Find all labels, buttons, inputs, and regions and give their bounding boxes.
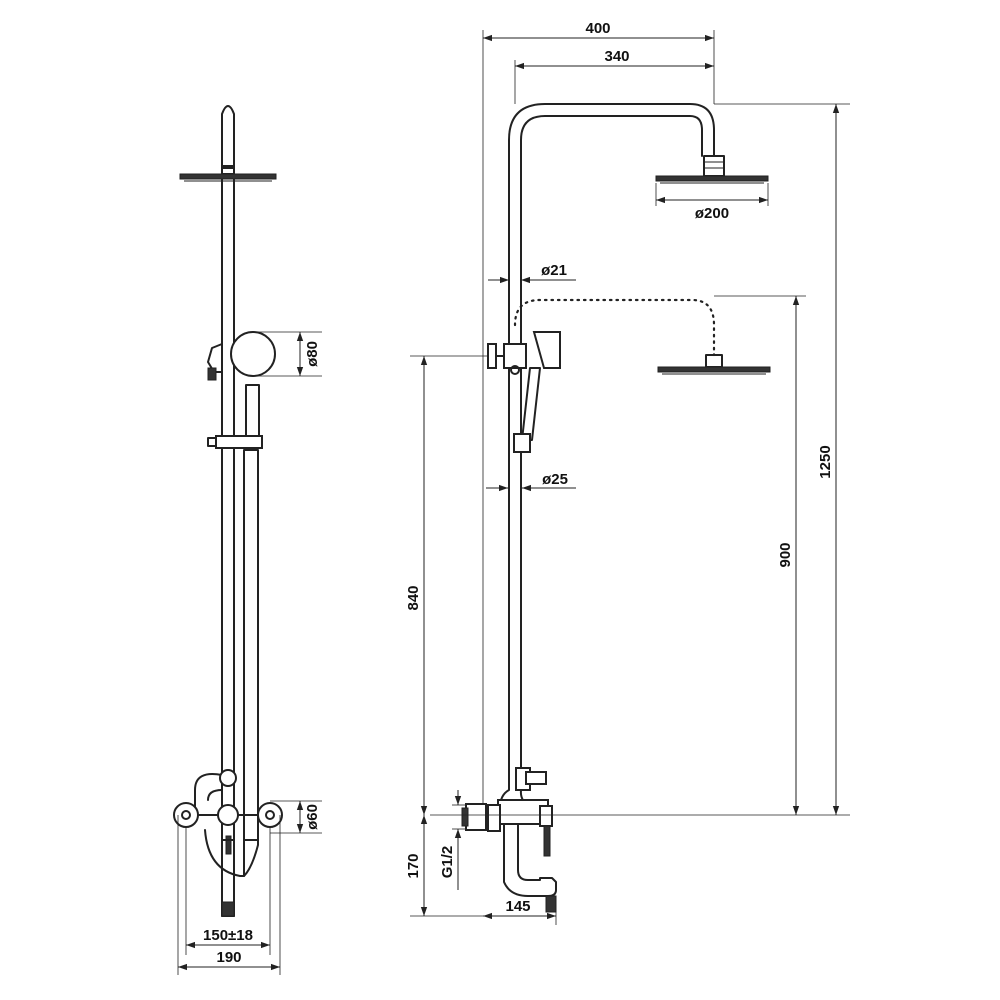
dim-label-overhead-diameter: ø200 <box>695 205 729 222</box>
front-right-escutcheon <box>257 802 283 828</box>
side-dim-total-height: 1250 <box>430 103 850 816</box>
front-rain-head <box>179 165 277 182</box>
front-mixer-handle <box>217 804 239 826</box>
side-lowered-rain-head <box>657 366 771 375</box>
front-slider-knob-tip <box>207 367 217 381</box>
side-view: 400 340 ø200 ø21 ø25 <box>405 20 850 925</box>
side-dim-holder-height: 840 <box>405 355 488 815</box>
side-holder-clip <box>513 433 531 453</box>
dim-label-pipe-diameter: ø21 <box>541 262 567 279</box>
side-dim-top-width: 400 <box>483 20 715 104</box>
dim-label-center-distance: 150±18 <box>203 927 253 944</box>
side-overhead-arm <box>508 103 715 771</box>
front-dim-center-distance: 150±18 <box>185 827 271 955</box>
dim-label-slide-height: 900 <box>777 542 794 567</box>
dim-label-spout-length: 145 <box>505 898 530 915</box>
side-spout <box>503 823 557 897</box>
side-dim-lower-pipe-diameter: ø25 <box>486 471 576 492</box>
front-hand-shower-head <box>230 331 276 377</box>
side-dim-slide-height: 900 <box>714 295 806 815</box>
front-mixer <box>173 769 283 917</box>
front-hand-shower-handle <box>245 384 260 441</box>
side-rain-head <box>655 175 769 184</box>
side-dim-overhead-diameter: ø200 <box>655 183 769 222</box>
front-dim-escutcheon: ø60 <box>270 800 322 834</box>
side-hand-shower <box>521 331 561 441</box>
dim-label-overall-width: 190 <box>216 949 241 966</box>
dim-label-holder-height: 840 <box>405 585 422 610</box>
front-holder-clip <box>207 435 263 449</box>
dim-label-spout-height: 170 <box>405 853 422 878</box>
side-dim-inlet-thread: G1/2 <box>439 790 466 890</box>
side-inlet-nut <box>465 803 487 831</box>
dim-label-inlet-thread: G1/2 <box>439 846 456 879</box>
side-dim-pipe-diameter: ø21 <box>488 262 576 284</box>
side-mixer <box>461 767 557 913</box>
dim-label-handshower-diameter: ø80 <box>304 341 321 367</box>
front-dim-handshower: ø80 <box>253 331 322 377</box>
dim-label-total-height: 1250 <box>817 445 834 478</box>
dim-label-escutcheon-diameter: ø60 <box>304 804 321 830</box>
dim-label-top-width: 400 <box>585 20 610 37</box>
front-slider-knob <box>207 343 223 373</box>
front-lower-pipe <box>243 449 259 841</box>
front-dim-overall-width: 190 <box>177 815 281 975</box>
dim-label-arm-width: 340 <box>604 48 629 65</box>
side-lowered-head-connector <box>705 354 723 368</box>
front-view: ø80 ø60 150±18 190 <box>173 105 322 975</box>
side-lowered-arm-dotted <box>513 298 716 357</box>
side-dim-spout-length: 145 <box>483 898 557 925</box>
front-top-arm <box>221 105 235 169</box>
dim-label-lower-pipe-diameter: ø25 <box>542 471 568 488</box>
side-head-connector <box>703 155 725 177</box>
side-dim-arm-width: 340 <box>514 48 714 104</box>
